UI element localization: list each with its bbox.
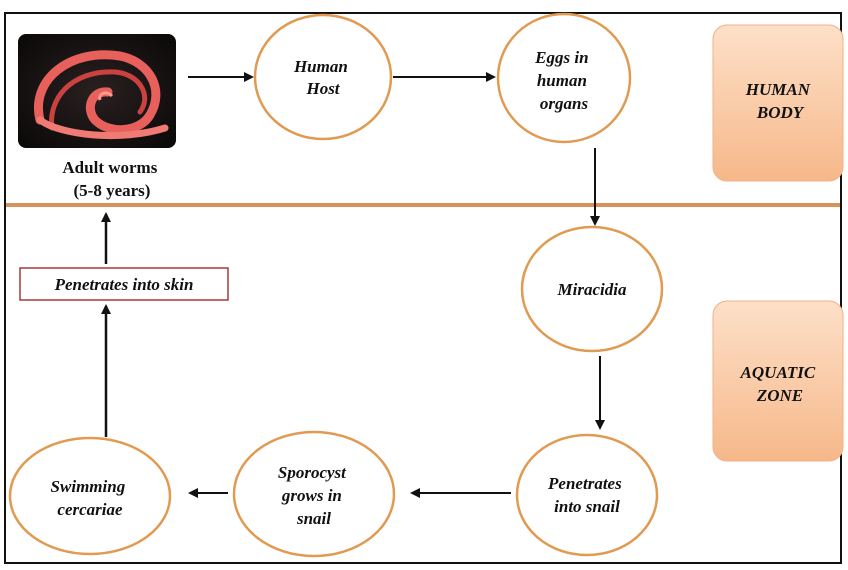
worm-caption: Adult worms (5-8 years)	[62, 158, 161, 200]
svg-text:Eggs in human orga: Eggs in human organs	[534, 48, 593, 113]
node-sporocyst: Sporocyst grows in snail	[232, 430, 396, 558]
svg-text:Swimming cercariae: Swimming cercariae	[51, 477, 130, 519]
svg-text:Miracidia: Miracidia	[557, 280, 627, 299]
svg-text:Penetrates into snail: Penetrates into snail	[547, 474, 626, 516]
node-eggs-in-organs: Eggs in human organs	[496, 12, 632, 144]
svg-text:Sporocyst grows in: Sporocyst grows in snail	[278, 463, 350, 528]
skin-penetration-box: Penetrates into skin	[19, 267, 229, 301]
zone-aquatic: AQUATIC ZONE	[712, 300, 844, 462]
node-swimming-cercariae: Swimming cercariae	[8, 436, 172, 556]
svg-text:Human Host: Human Host	[293, 57, 352, 98]
svg-text:AQUATIC ZONE: AQUATIC ZONE	[740, 363, 820, 405]
svg-text:Penetrates into skin: Penetrates into skin	[54, 275, 194, 294]
node-human-host: Human Host	[253, 13, 393, 141]
svg-text:HUMAN BODY: HUMAN BODY	[745, 80, 814, 122]
worm-caption-line-2: (5-8 years)	[74, 181, 151, 200]
adult-worm-image	[18, 34, 176, 148]
node-miracidia: Miracidia	[520, 225, 664, 353]
zone-human-body: HUMAN BODY	[712, 24, 844, 182]
node-penetrates-snail: Penetrates into snail	[515, 433, 659, 557]
worm-caption-line-1: Adult worms	[62, 158, 157, 177]
